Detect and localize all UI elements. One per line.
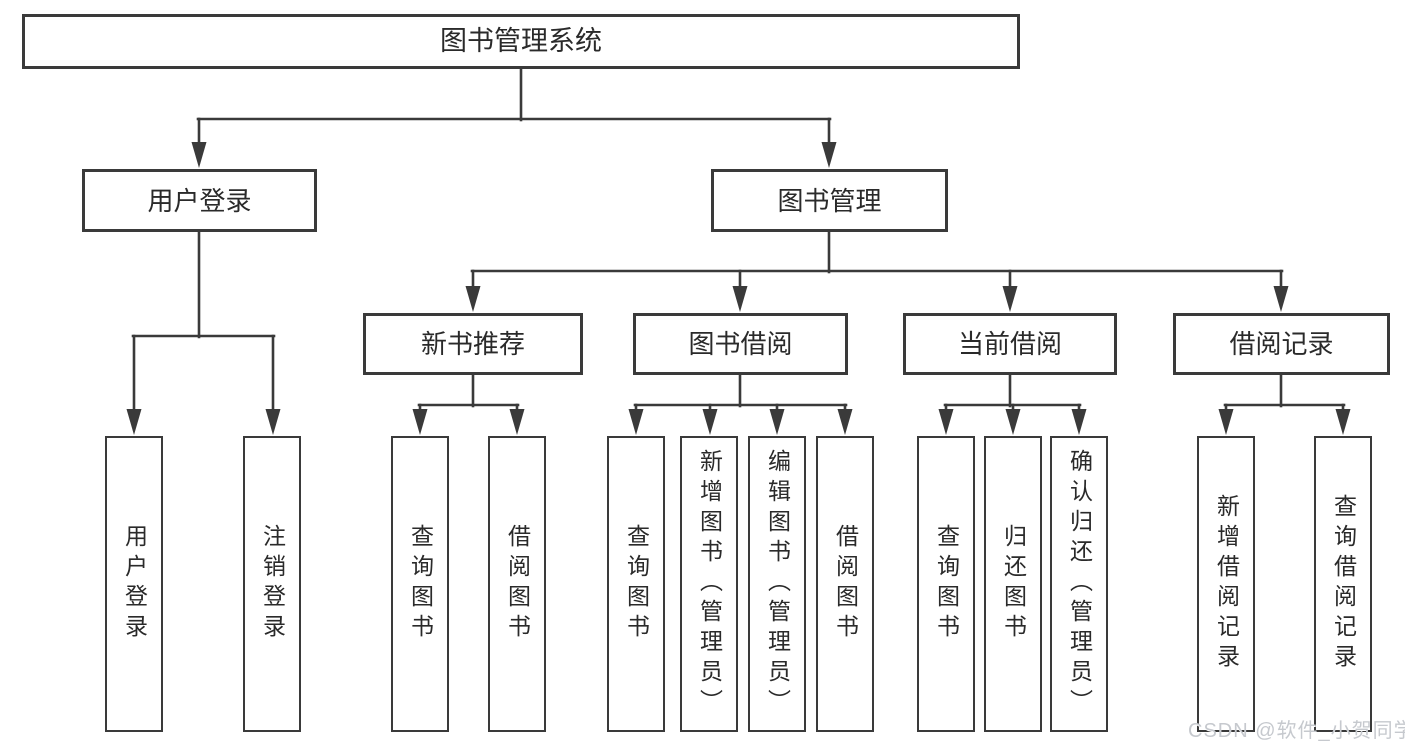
node-label: 新增借阅记录 [1213,494,1240,674]
arrow-down-icon [938,409,954,435]
leaf-current-confirm-return-admin: 确认归还（管理员） [1050,436,1108,732]
arrow-down-icon [412,409,428,435]
leaf-borrowing-borrow-book: 借阅图书 [816,436,874,732]
leaf-borrowing-edit-book-admin: 编辑图书（管理员） [748,436,806,732]
node-label: 借阅图书 [832,524,859,644]
leaf-newbook-borrow-book: 借阅图书 [488,436,546,732]
leaf-records-add-borrow-record: 新增借阅记录 [1197,436,1255,732]
leaf-borrowing-add-book-admin: 新增图书（管理员） [680,436,738,732]
node-borrowing-records: 借阅记录 [1173,313,1390,375]
node-label: 用户登录 [147,185,252,216]
arrow-down-icon [1005,409,1021,435]
arrow-down-icon [628,409,644,435]
arrow-down-icon [509,409,525,435]
node-label: 注销登录 [259,524,286,644]
leaf-logout: 注销登录 [243,436,301,732]
node-label: 当前借阅 [957,329,1062,359]
node-book-management: 图书管理 [711,169,948,232]
node-label: 用户登录 [121,524,148,644]
arrow-down-icon [1002,286,1018,312]
arrow-down-icon [732,286,748,312]
node-label: 图书管理系统 [440,26,602,56]
node-current-borrowing: 当前借阅 [903,313,1117,375]
leaf-current-return-book: 归还图书 [984,436,1042,732]
node-label: 新增图书（管理员） [696,449,723,719]
node-label: 查询借阅记录 [1330,494,1357,674]
node-label: 查询图书 [407,524,434,644]
node-user-login: 用户登录 [82,169,317,232]
leaf-records-query-borrow-record: 查询借阅记录 [1314,436,1372,732]
leaf-user-login: 用户登录 [105,436,163,732]
node-label: 借阅图书 [504,524,531,644]
node-library-management-system: 图书管理系统 [22,14,1020,69]
node-book-borrowing: 图书借阅 [633,313,848,375]
node-label: 图书管理 [777,185,882,216]
leaf-borrowing-query-book: 查询图书 [607,436,665,732]
arrow-down-icon [1273,286,1289,312]
node-label: 编辑图书（管理员） [764,449,791,719]
arrow-down-icon [265,409,281,435]
node-label: 图书借阅 [688,329,793,359]
node-label: 归还图书 [1000,524,1027,644]
node-label: 借阅记录 [1229,329,1334,359]
node-label: 确认归还（管理员） [1066,449,1093,719]
watermark: CSDN @软件_小贺同学 [1188,720,1405,742]
arrow-down-icon [1218,409,1234,435]
leaf-current-query-book: 查询图书 [917,436,975,732]
arrow-down-icon [837,409,853,435]
arrow-down-icon [702,409,718,435]
node-new-book-recommendation: 新书推荐 [363,313,583,375]
arrow-down-icon [465,286,481,312]
node-label: 新书推荐 [420,329,525,359]
arrow-down-icon [1071,409,1087,435]
node-label: 查询图书 [623,524,650,644]
node-label: 查询图书 [933,524,960,644]
leaf-newbook-query-book: 查询图书 [391,436,449,732]
arrow-down-icon [769,409,785,435]
arrow-down-icon [191,142,207,168]
arrow-down-icon [821,142,837,168]
arrow-down-icon [1335,409,1351,435]
arrow-down-icon [126,409,142,435]
